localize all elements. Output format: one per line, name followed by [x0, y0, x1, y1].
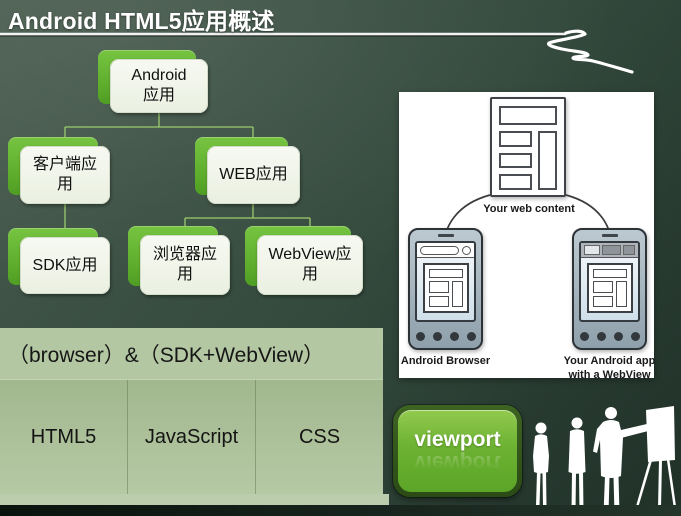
table-header: （browser）&（SDK+WebView） — [0, 328, 383, 380]
wireframe-left-column — [499, 131, 533, 191]
wireframe-header-bar — [499, 106, 557, 125]
org-node-label: 客户端应 用 — [20, 146, 110, 204]
org-node-label: WEB应用 — [207, 146, 300, 204]
org-node-label: 浏览器应 用 — [140, 235, 230, 295]
android-browser-phone-icon — [408, 228, 483, 350]
wireframe-right-column — [538, 131, 557, 190]
table-footer-strip — [0, 494, 389, 505]
org-node-webview-app: WebView应 用 — [245, 226, 363, 295]
phone-buttons — [574, 332, 645, 341]
viewport-badge-face: viewport viewport — [398, 410, 517, 492]
mini-wireframe — [586, 263, 633, 313]
speaker-slit-icon — [601, 234, 618, 237]
webview-app-label: Your Android app with a WebView — [563, 355, 656, 381]
webview-figure-panel: Your web content — [399, 92, 655, 381]
speaker-slit-icon — [437, 234, 454, 237]
android-browser-label: Android Browser — [400, 355, 491, 367]
mini-wireframe — [422, 263, 469, 313]
org-node-sdk-app: SDK应用 — [8, 228, 110, 294]
page-title: Android HTML5应用概述 — [8, 8, 275, 34]
phone-screen — [579, 241, 640, 322]
browser-url-bar — [417, 243, 474, 258]
bottom-edge-strip — [0, 505, 681, 516]
viewport-badge: viewport viewport — [393, 405, 522, 497]
org-node-label: Android 应用 — [110, 59, 208, 113]
browser-button-icon — [462, 245, 471, 255]
org-node-web-app: WEB应用 — [195, 137, 300, 204]
org-node-label: WebView应 用 — [257, 235, 363, 295]
people-silhouette-icon — [533, 406, 677, 514]
flipchart-board-icon — [646, 406, 675, 462]
phone-screen — [415, 241, 476, 322]
web-content-label: Your web content — [483, 203, 575, 215]
phone-buttons — [410, 332, 481, 341]
webview-app-phone-icon — [572, 228, 647, 350]
org-node-android-app: Android 应用 — [98, 50, 208, 113]
org-node-label: SDK应用 — [20, 237, 110, 294]
table-cell-html5: HTML5 — [0, 380, 128, 494]
org-node-client-app: 客户端应 用 — [8, 137, 110, 204]
org-node-browser-app: 浏览器应 用 — [128, 226, 230, 295]
table-cell-css: CSS — [298, 425, 341, 448]
web-content-icon — [490, 97, 566, 197]
viewport-badge-reflection: viewport — [414, 451, 501, 474]
app-toolbar — [581, 243, 638, 258]
url-field-icon — [420, 245, 459, 255]
tech-table: HTML5 JavaScript CSS — [0, 380, 383, 494]
table-cell-javascript: JavaScript — [128, 380, 256, 494]
viewport-badge-label: viewport — [414, 428, 501, 451]
